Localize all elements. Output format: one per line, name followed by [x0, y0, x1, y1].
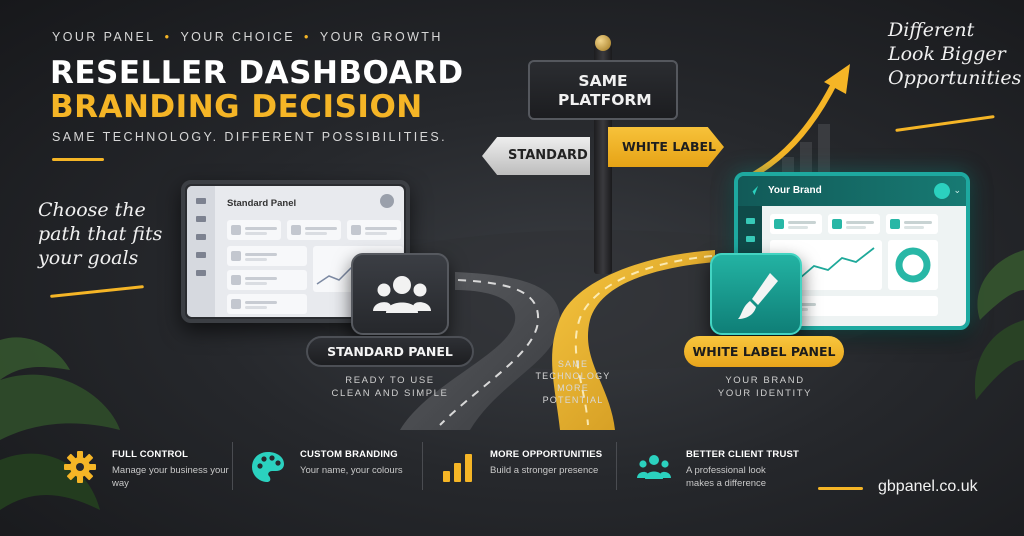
- white-label-icon-tile: [710, 253, 802, 335]
- page-subtitle: SAME TECHNOLOGY. DIFFERENT POSSIBILITIES…: [52, 130, 448, 144]
- page-title-line1: RESELLER DASHBOARD: [50, 55, 464, 91]
- road-caption: SAME TECHNOLOGY MORE POTENTIAL: [528, 358, 618, 406]
- feature-divider: [232, 442, 233, 490]
- tagline-item: YOUR GROWTH: [319, 30, 443, 44]
- list-card: [227, 294, 307, 314]
- stat-card: [886, 214, 938, 234]
- sidebar-list-icon: [196, 270, 206, 276]
- website-link[interactable]: gbpanel.co.uk: [878, 478, 978, 495]
- list-card: [227, 246, 307, 266]
- rocket-icon: [748, 185, 759, 196]
- palette-icon: [252, 452, 284, 482]
- caption-line: SAME: [557, 359, 589, 369]
- standard-icon-tile: [351, 253, 449, 335]
- feature-title: MORE OPPORTUNITIES: [490, 449, 603, 460]
- feature-more-opportunities: MORE OPPORTUNITIES Build a stronger pres…: [440, 447, 615, 497]
- bar-chart-icon: [443, 454, 472, 482]
- caption-line: CLEAN AND SIMPLE: [331, 388, 449, 399]
- feature-description: Your name, your colours: [300, 465, 403, 476]
- plant-leaves-decoration: [974, 250, 1024, 400]
- feature-title: FULL CONTROL: [112, 449, 189, 460]
- list-card: [227, 270, 307, 290]
- sidebar-list-icon: [196, 234, 206, 240]
- tagline-dot: •: [304, 30, 311, 44]
- feature-divider: [422, 442, 423, 490]
- stat-card: [227, 220, 281, 240]
- tagline-item: YOUR PANEL: [52, 30, 156, 44]
- sign-label: SAME PLATFORM: [558, 72, 652, 109]
- sidebar-list-icon: [745, 218, 755, 224]
- stat-card: [770, 214, 822, 234]
- caption-line: POTENTIAL: [542, 395, 604, 405]
- caption-line: MORE: [557, 383, 589, 393]
- feature-better-client-trust: BETTER CLIENT TRUST A professional look …: [636, 447, 806, 497]
- team-icon: [637, 455, 671, 479]
- white-label-panel-badge: WHITE LABEL PANEL: [684, 336, 844, 367]
- stat-card: [828, 214, 880, 234]
- feature-title: BETTER CLIENT TRUST: [686, 449, 800, 460]
- sidebar-list-icon: [745, 236, 755, 242]
- stat-card: [347, 220, 401, 240]
- donut-chart: [888, 240, 938, 290]
- feature-custom-branding: CUSTOM BRANDING Your name, your colours: [250, 447, 420, 497]
- sidebar-list-icon: [196, 252, 206, 258]
- sign-same-platform: SAME PLATFORM: [528, 60, 678, 120]
- standard-sidebar: [187, 186, 215, 317]
- stat-card: [287, 220, 341, 240]
- signpost-knob: [595, 35, 611, 51]
- white-label-caption: YOUR BRAND YOUR IDENTITY: [690, 374, 840, 400]
- sidebar-list-icon: [196, 216, 206, 222]
- standard-panel-badge: STANDARD PANEL: [306, 336, 474, 367]
- sign-label: STANDARD: [508, 148, 588, 163]
- sign-white-label: WHITE LABEL: [608, 127, 724, 167]
- caption-line: READY TO USE: [345, 375, 435, 386]
- sign-label: WHITE LABEL: [622, 139, 716, 154]
- avatar: [380, 194, 394, 208]
- accent-divider: [52, 158, 104, 161]
- standard-caption: READY TO USE CLEAN AND SIMPLE: [316, 374, 464, 400]
- white-label-topbar: Your Brand ⌄: [738, 176, 966, 206]
- standard-screen-title: Standard Panel: [227, 198, 297, 209]
- handwritten-note-left: Choose the path that fits your goals: [38, 199, 163, 269]
- caption-line: YOUR IDENTITY: [717, 388, 813, 399]
- plant-leaves-decoration: [0, 337, 120, 510]
- avatar: [934, 183, 950, 199]
- feature-description: A professional look makes a difference: [686, 465, 767, 489]
- page-title-line2: BRANDING DECISION: [50, 89, 423, 125]
- handwritten-note-right: Different Look Bigger Opportunities: [888, 19, 1022, 89]
- feature-divider: [616, 442, 617, 490]
- sidebar-user-icon: [196, 198, 206, 204]
- sign-standard: STANDARD: [482, 137, 590, 175]
- feature-description: Build a stronger presence: [490, 465, 599, 476]
- feature-title: CUSTOM BRANDING: [300, 449, 398, 460]
- caption-line: TECHNOLOGY: [535, 371, 611, 381]
- tagline: YOUR PANEL • YOUR CHOICE • YOUR GROWTH: [52, 30, 443, 44]
- paintbrush-icon: [738, 273, 778, 319]
- feature-description: Manage your business your way: [112, 465, 229, 489]
- tagline-item: YOUR CHOICE: [180, 30, 296, 44]
- white-label-brand: Your Brand: [768, 185, 822, 196]
- caption-line: YOUR BRAND: [725, 375, 805, 386]
- feature-full-control: FULL CONTROL Manage your business your w…: [62, 447, 232, 497]
- gear-icon: [64, 451, 96, 483]
- users-icon: [373, 276, 431, 313]
- url-accent: [818, 487, 863, 490]
- tagline-dot: •: [164, 30, 172, 44]
- chevron-down-icon: ⌄: [953, 185, 961, 195]
